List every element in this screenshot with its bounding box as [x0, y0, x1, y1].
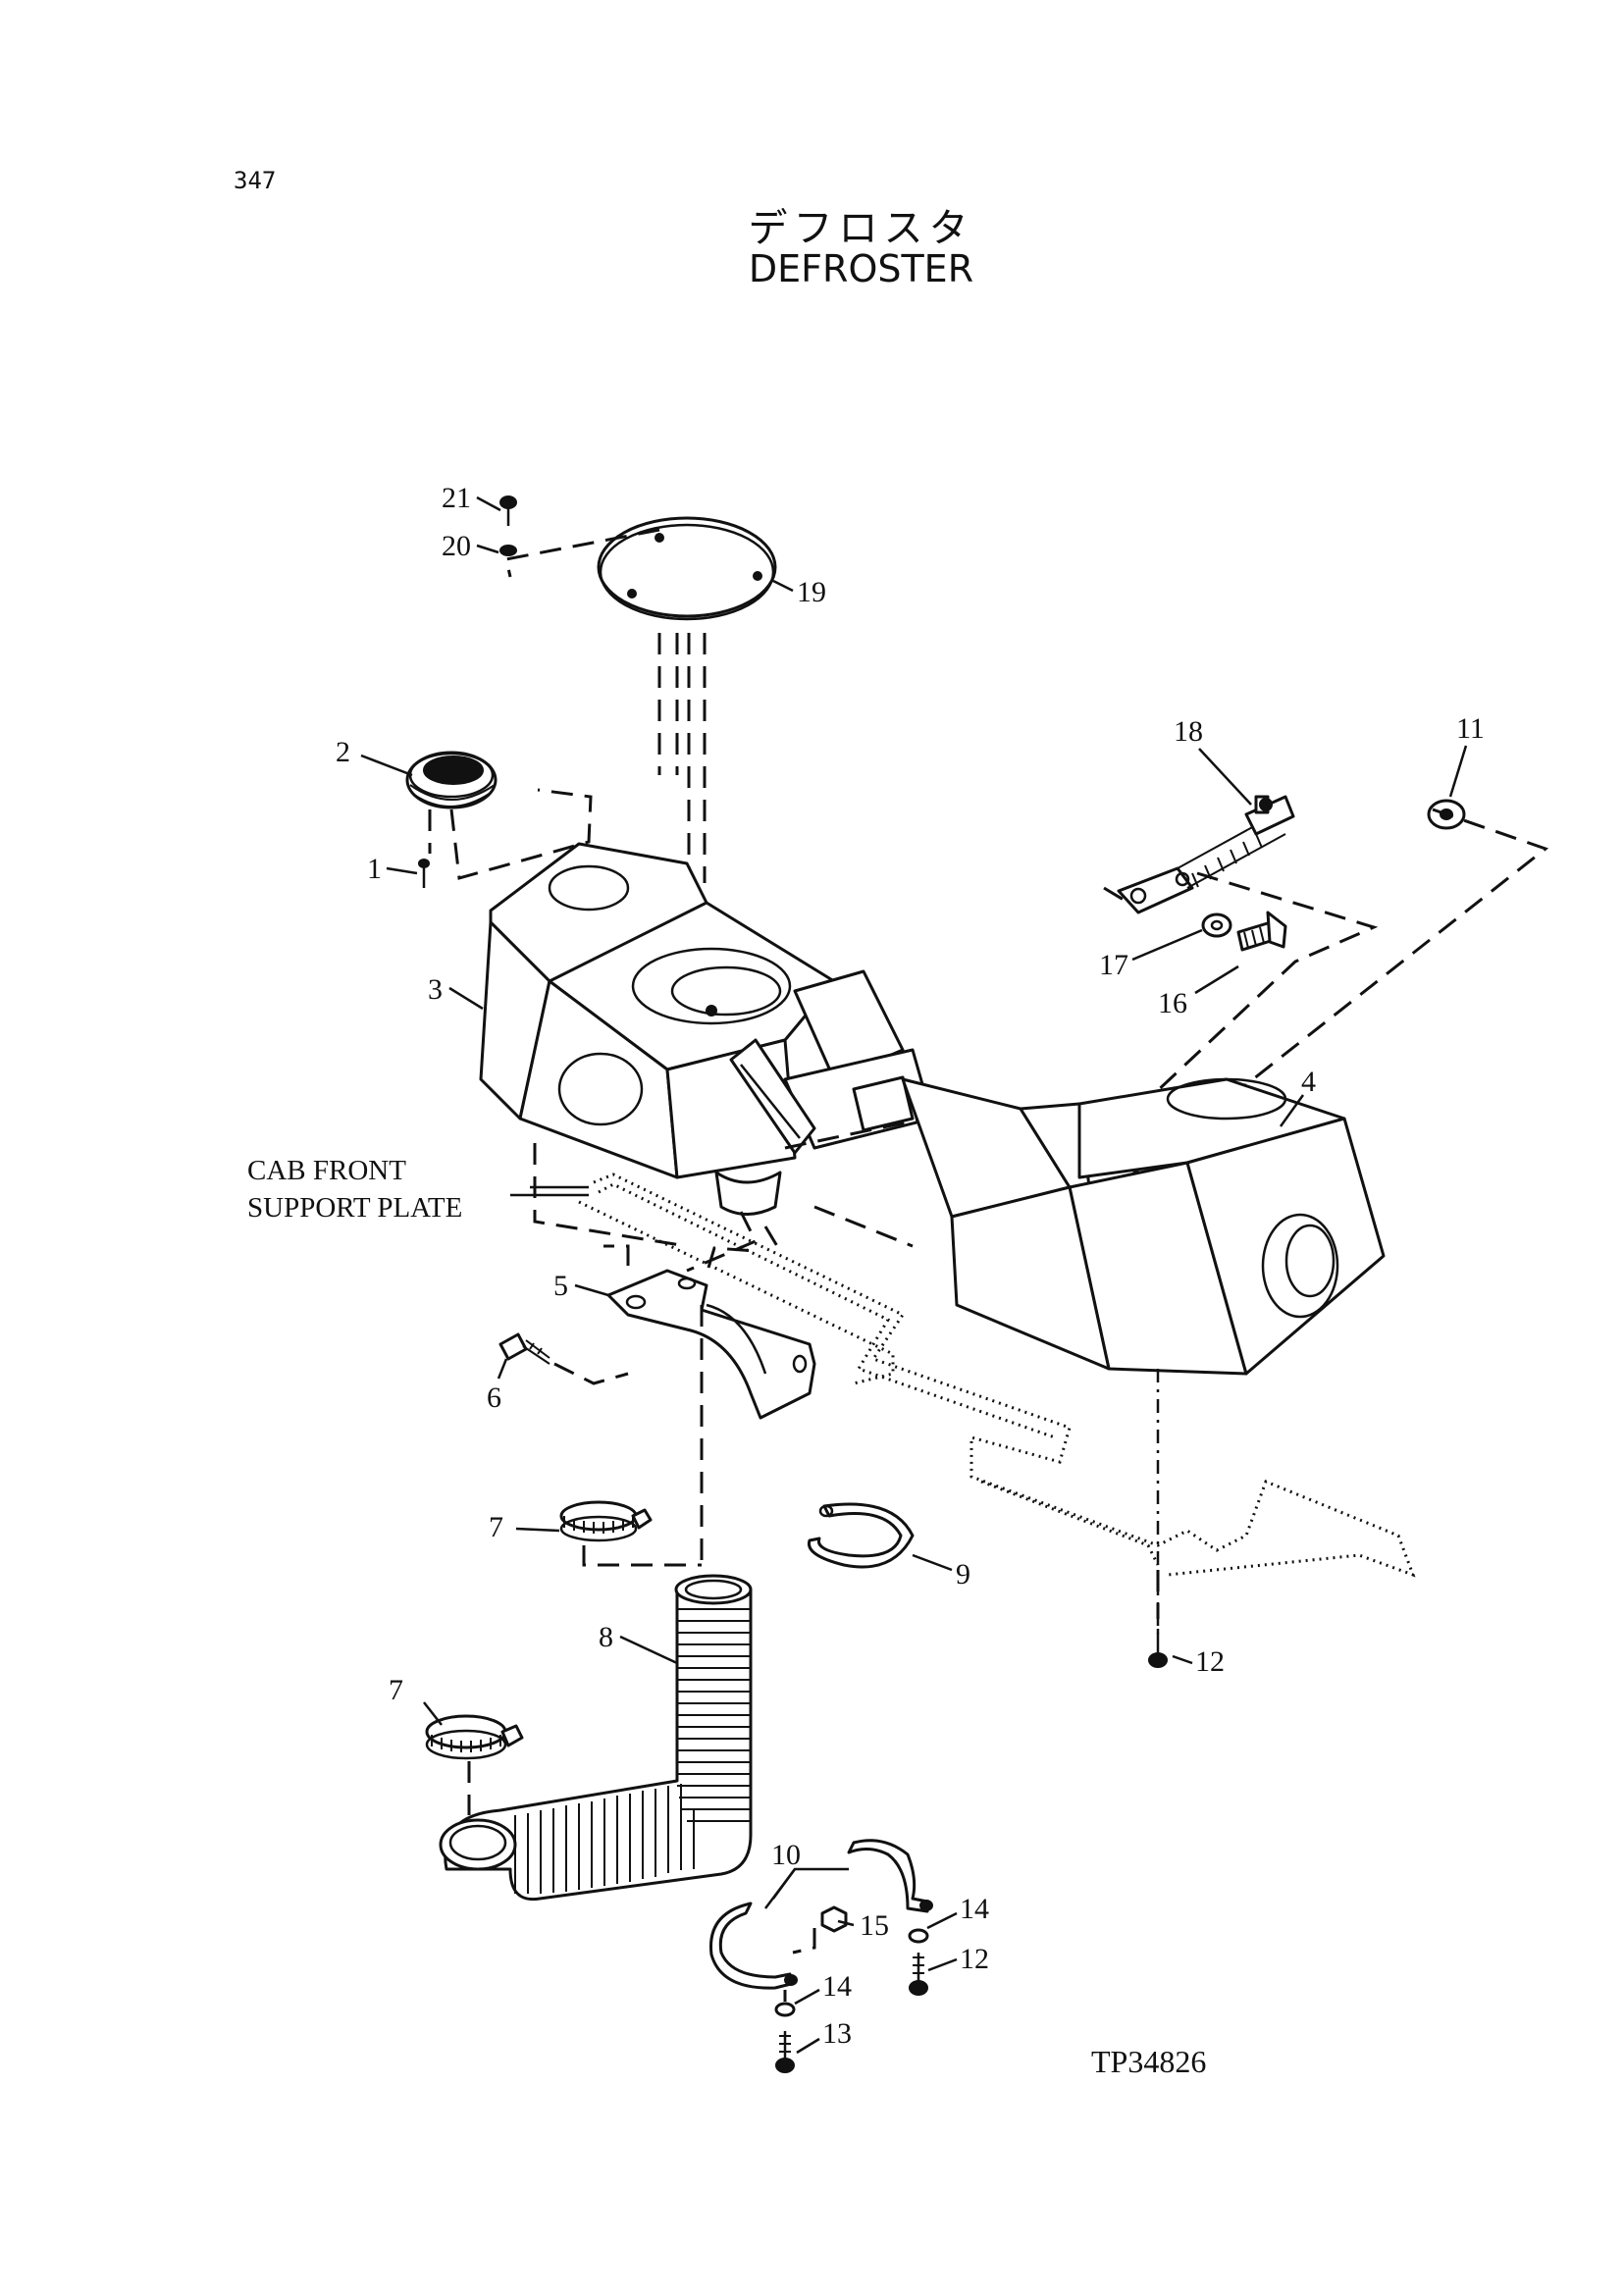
title-english: DEFROSTER: [748, 247, 974, 290]
callout-8: 8: [599, 1621, 613, 1653]
part-18-bracket: [1117, 795, 1295, 914]
callout-16: 16: [1158, 987, 1187, 1019]
callout-labels: 21 20 19 2 1 3 18 11 17 16 4 5 6 7 9 8 7…: [336, 482, 1485, 2050]
part-2-grille: [405, 751, 498, 809]
part-19-cover: [504, 516, 777, 621]
callout-12-lower: 12: [960, 1943, 989, 1975]
part-12-bolt-upper: [1148, 1629, 1168, 1668]
title-japanese: デフロスタ: [748, 206, 974, 251]
callout-10: 10: [771, 1839, 801, 1871]
part-6-screw: [498, 1332, 550, 1365]
callout-14-left: 14: [822, 1970, 852, 2003]
reference-code: TP34826: [1091, 2044, 1206, 2079]
page-number: 347: [234, 167, 277, 194]
part-14-washer-left: [774, 2002, 796, 2017]
callout-17: 17: [1099, 949, 1128, 981]
callout-7-upper: 7: [489, 1511, 503, 1543]
callout-18: 18: [1174, 715, 1203, 748]
callout-19: 19: [797, 576, 826, 608]
callout-6: 6: [487, 1382, 501, 1414]
callout-13: 13: [822, 2017, 852, 2050]
leader-lines: [360, 495, 1468, 2055]
callout-21: 21: [442, 482, 471, 514]
callout-4: 4: [1301, 1066, 1316, 1098]
callout-2: 2: [336, 736, 350, 768]
callout-14-right: 14: [960, 1893, 989, 1925]
part-1-screw: [418, 859, 430, 888]
callout-9: 9: [956, 1558, 970, 1590]
part-15-nut: [820, 1905, 848, 1933]
part-8-hose: [439, 1574, 753, 1902]
part-20-washer: [499, 545, 517, 556]
part-3-housing: [479, 842, 934, 1216]
part-5-bracket: [606, 1269, 816, 1420]
part-7-clamp-lower: [425, 1714, 524, 1760]
part-4-box: [901, 1077, 1386, 1376]
callout-7-lower: 7: [389, 1674, 403, 1706]
cab-front-label-line2: SUPPORT PLATE: [247, 1192, 462, 1224]
callout-12-upper: 12: [1195, 1645, 1225, 1678]
callout-20: 20: [442, 530, 471, 562]
part-12-bolt-lower: [909, 1953, 928, 1996]
part-17-washer: [1201, 912, 1232, 938]
cab-front-support-plate: [578, 1173, 1416, 1578]
callout-3: 3: [428, 973, 443, 1006]
part-16-bolt: [1236, 911, 1287, 952]
part-9-ring: [807, 1502, 915, 1569]
part-21-screw: [499, 495, 517, 526]
part-10-clip: [709, 1839, 933, 1990]
part-13-bolt: [775, 2031, 795, 2073]
callout-5: 5: [553, 1270, 568, 1302]
callout-15: 15: [860, 1909, 889, 1942]
part-7-clamp-upper: [559, 1500, 653, 1542]
callout-1: 1: [367, 853, 382, 885]
callout-11: 11: [1456, 712, 1485, 745]
cab-front-label-line1: CAB FRONT: [247, 1155, 406, 1186]
part-14-washer-right: [908, 1928, 929, 1944]
